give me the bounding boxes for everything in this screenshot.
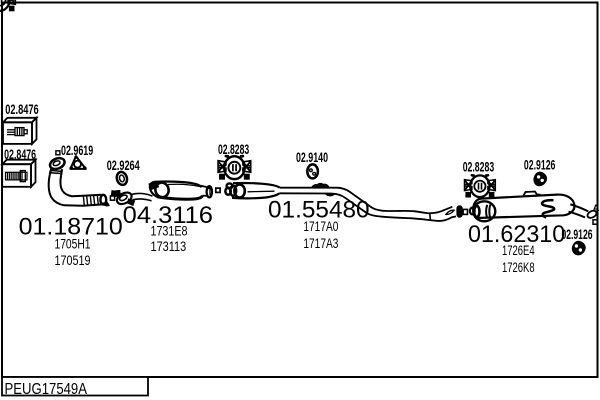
svg-text:PEUG17549A: PEUG17549A <box>5 381 88 398</box>
svg-text:1726E4: 1726E4 <box>502 242 535 258</box>
svg-text:01.18710: 01.18710 <box>19 214 123 241</box>
svg-text:1705H1: 1705H1 <box>55 235 91 251</box>
svg-text:173113: 173113 <box>151 238 187 254</box>
svg-text:170519: 170519 <box>55 252 91 268</box>
svg-text:02.8476: 02.8476 <box>5 102 39 117</box>
svg-text:1717A3: 1717A3 <box>303 235 338 251</box>
svg-text:02.9140: 02.9140 <box>296 150 328 165</box>
svg-text:1717A0: 1717A0 <box>303 218 338 234</box>
svg-text:02.9619: 02.9619 <box>61 143 93 158</box>
svg-text:02.9126: 02.9126 <box>562 227 593 242</box>
svg-text:02.9264: 02.9264 <box>107 158 140 173</box>
svg-text:A: A <box>593 203 600 214</box>
svg-text:1726K8: 1726K8 <box>502 259 535 275</box>
svg-text:02.8283: 02.8283 <box>463 160 495 175</box>
svg-text:01.62310: 01.62310 <box>468 221 565 248</box>
svg-text:1731E8: 1731E8 <box>151 223 188 239</box>
svg-text:02.8476: 02.8476 <box>4 147 36 162</box>
svg-text:04.3116: 04.3116 <box>123 202 213 229</box>
svg-text:01.55480: 01.55480 <box>268 196 370 223</box>
svg-text:02.8283: 02.8283 <box>218 142 250 157</box>
svg-text:02.9126: 02.9126 <box>524 158 556 173</box>
